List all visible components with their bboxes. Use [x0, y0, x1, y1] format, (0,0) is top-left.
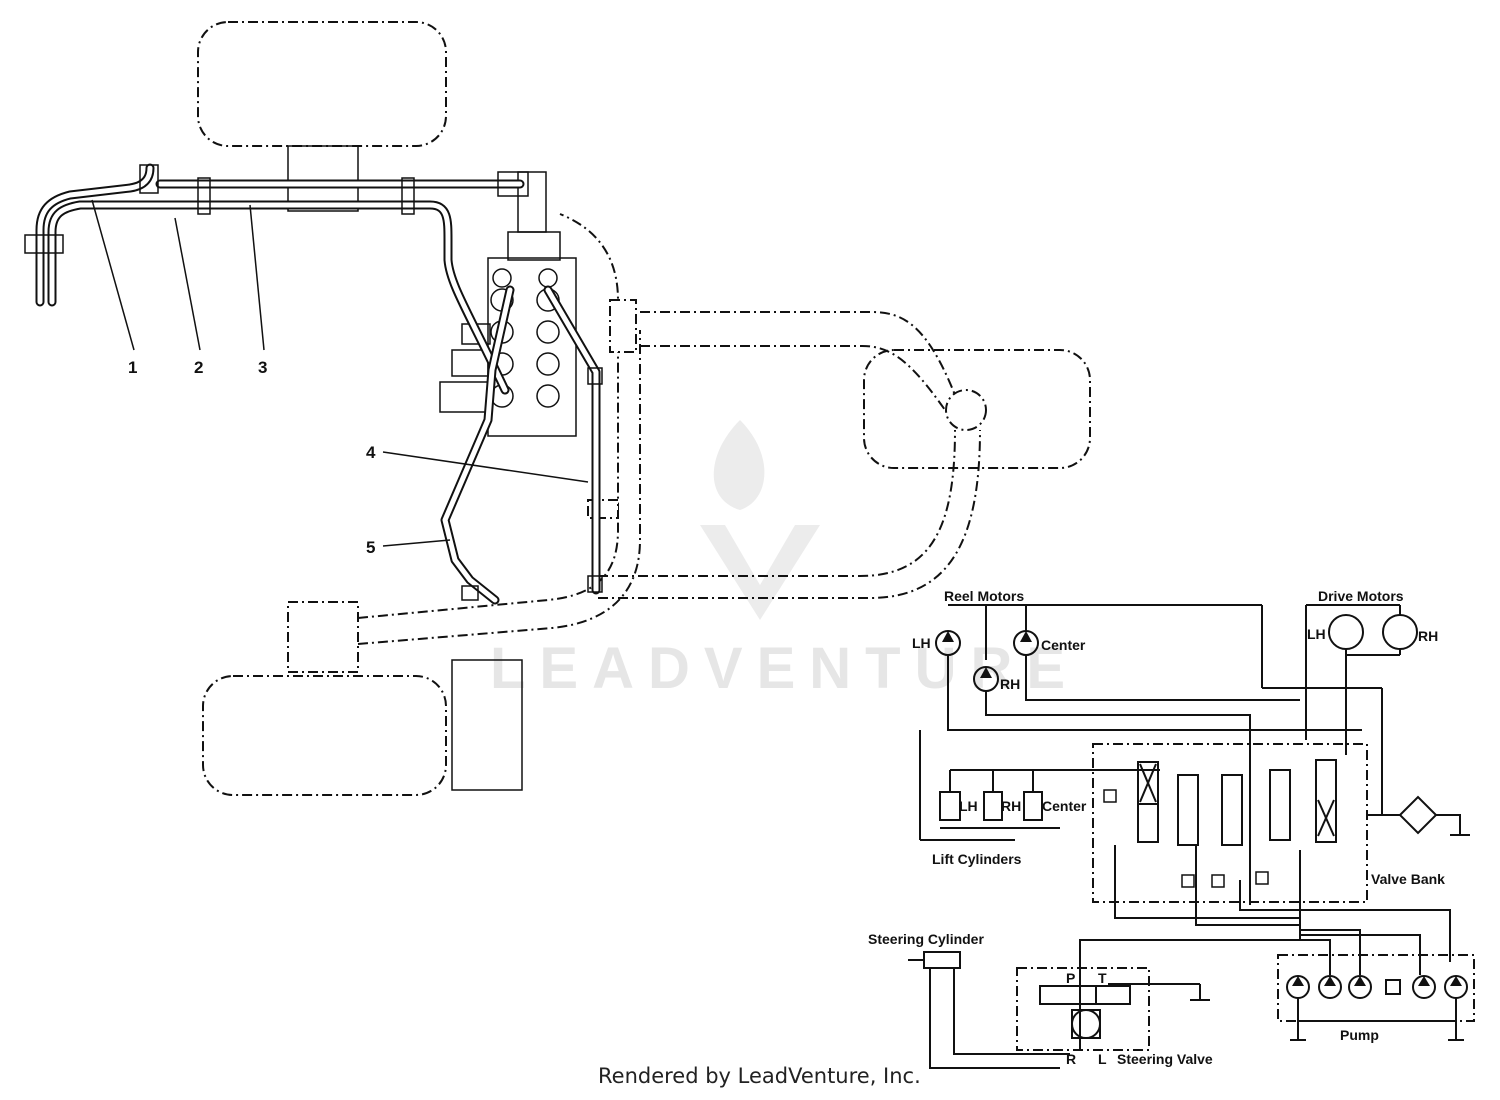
sv-t-label: T: [1098, 970, 1107, 986]
footer-text: Rendered by LeadVenture, Inc.: [598, 1064, 921, 1088]
sv-p-label: P: [1066, 970, 1075, 986]
callout-3: 3: [258, 358, 267, 377]
filter-symbol: [1398, 795, 1438, 835]
lift-cylinders-label: Lift Cylinders: [932, 851, 1022, 867]
reel-rh-label: RH: [1000, 676, 1020, 692]
pump-label: Pump: [1340, 1027, 1379, 1043]
sv-l-label: L: [1098, 1051, 1107, 1067]
watermark: LEADVENTURE: [490, 420, 1079, 701]
steering-cylinder: Steering Cylinder: [868, 931, 1070, 1069]
reel-motors-label: Reel Motors: [944, 588, 1024, 604]
valve-bank-label: Valve Bank: [1371, 871, 1445, 887]
right-tire: [863, 349, 1091, 469]
seat-block: [451, 659, 523, 791]
lift-center-label: Center: [1042, 798, 1087, 814]
steering-valve-label: Steering Valve: [1117, 1051, 1213, 1067]
drive-motor-rh: [1382, 614, 1418, 650]
callout-5: 5: [366, 538, 375, 557]
callout-2: 2: [194, 358, 203, 377]
rear-hub: [287, 601, 359, 673]
drive-rh-label: RH: [1418, 628, 1438, 644]
callout-4: 4: [366, 443, 376, 462]
hoses: [24, 163, 603, 605]
hydraulic-schematic: Reel Motors LH Center RH Drive Motors LH…: [868, 588, 1475, 1069]
steering-valve: P T R L Steering Valve: [1016, 967, 1213, 1067]
callouts: 1 2 3 4 5: [91, 199, 589, 557]
drive-motors-label: Drive Motors: [1318, 588, 1404, 604]
front-axle-hub: [287, 145, 359, 212]
watermark-text: LEADVENTURE: [490, 636, 1079, 701]
lift-rh-label: RH: [1001, 798, 1021, 814]
drive-motor-lh: [1328, 614, 1364, 650]
front-right-tire: [197, 21, 447, 147]
steering-cylinder-label: Steering Cylinder: [868, 931, 984, 947]
drive-lh-label: LH: [1307, 626, 1326, 642]
callout-1: 1: [128, 358, 137, 377]
reel-center-label: Center: [1041, 637, 1086, 653]
pump: Pump: [1277, 954, 1475, 1043]
lift-lh-label: LH: [959, 798, 978, 814]
reel-lh-label: LH: [912, 635, 931, 651]
lift-cylinders: LH RH Center Lift Cylinders: [932, 769, 1160, 867]
valve-bank: Valve Bank: [1092, 743, 1470, 903]
sv-r-label: R: [1066, 1051, 1076, 1067]
rear-tire: [202, 675, 447, 796]
tractor-outline: [197, 21, 1091, 796]
valve-block: [439, 171, 577, 437]
